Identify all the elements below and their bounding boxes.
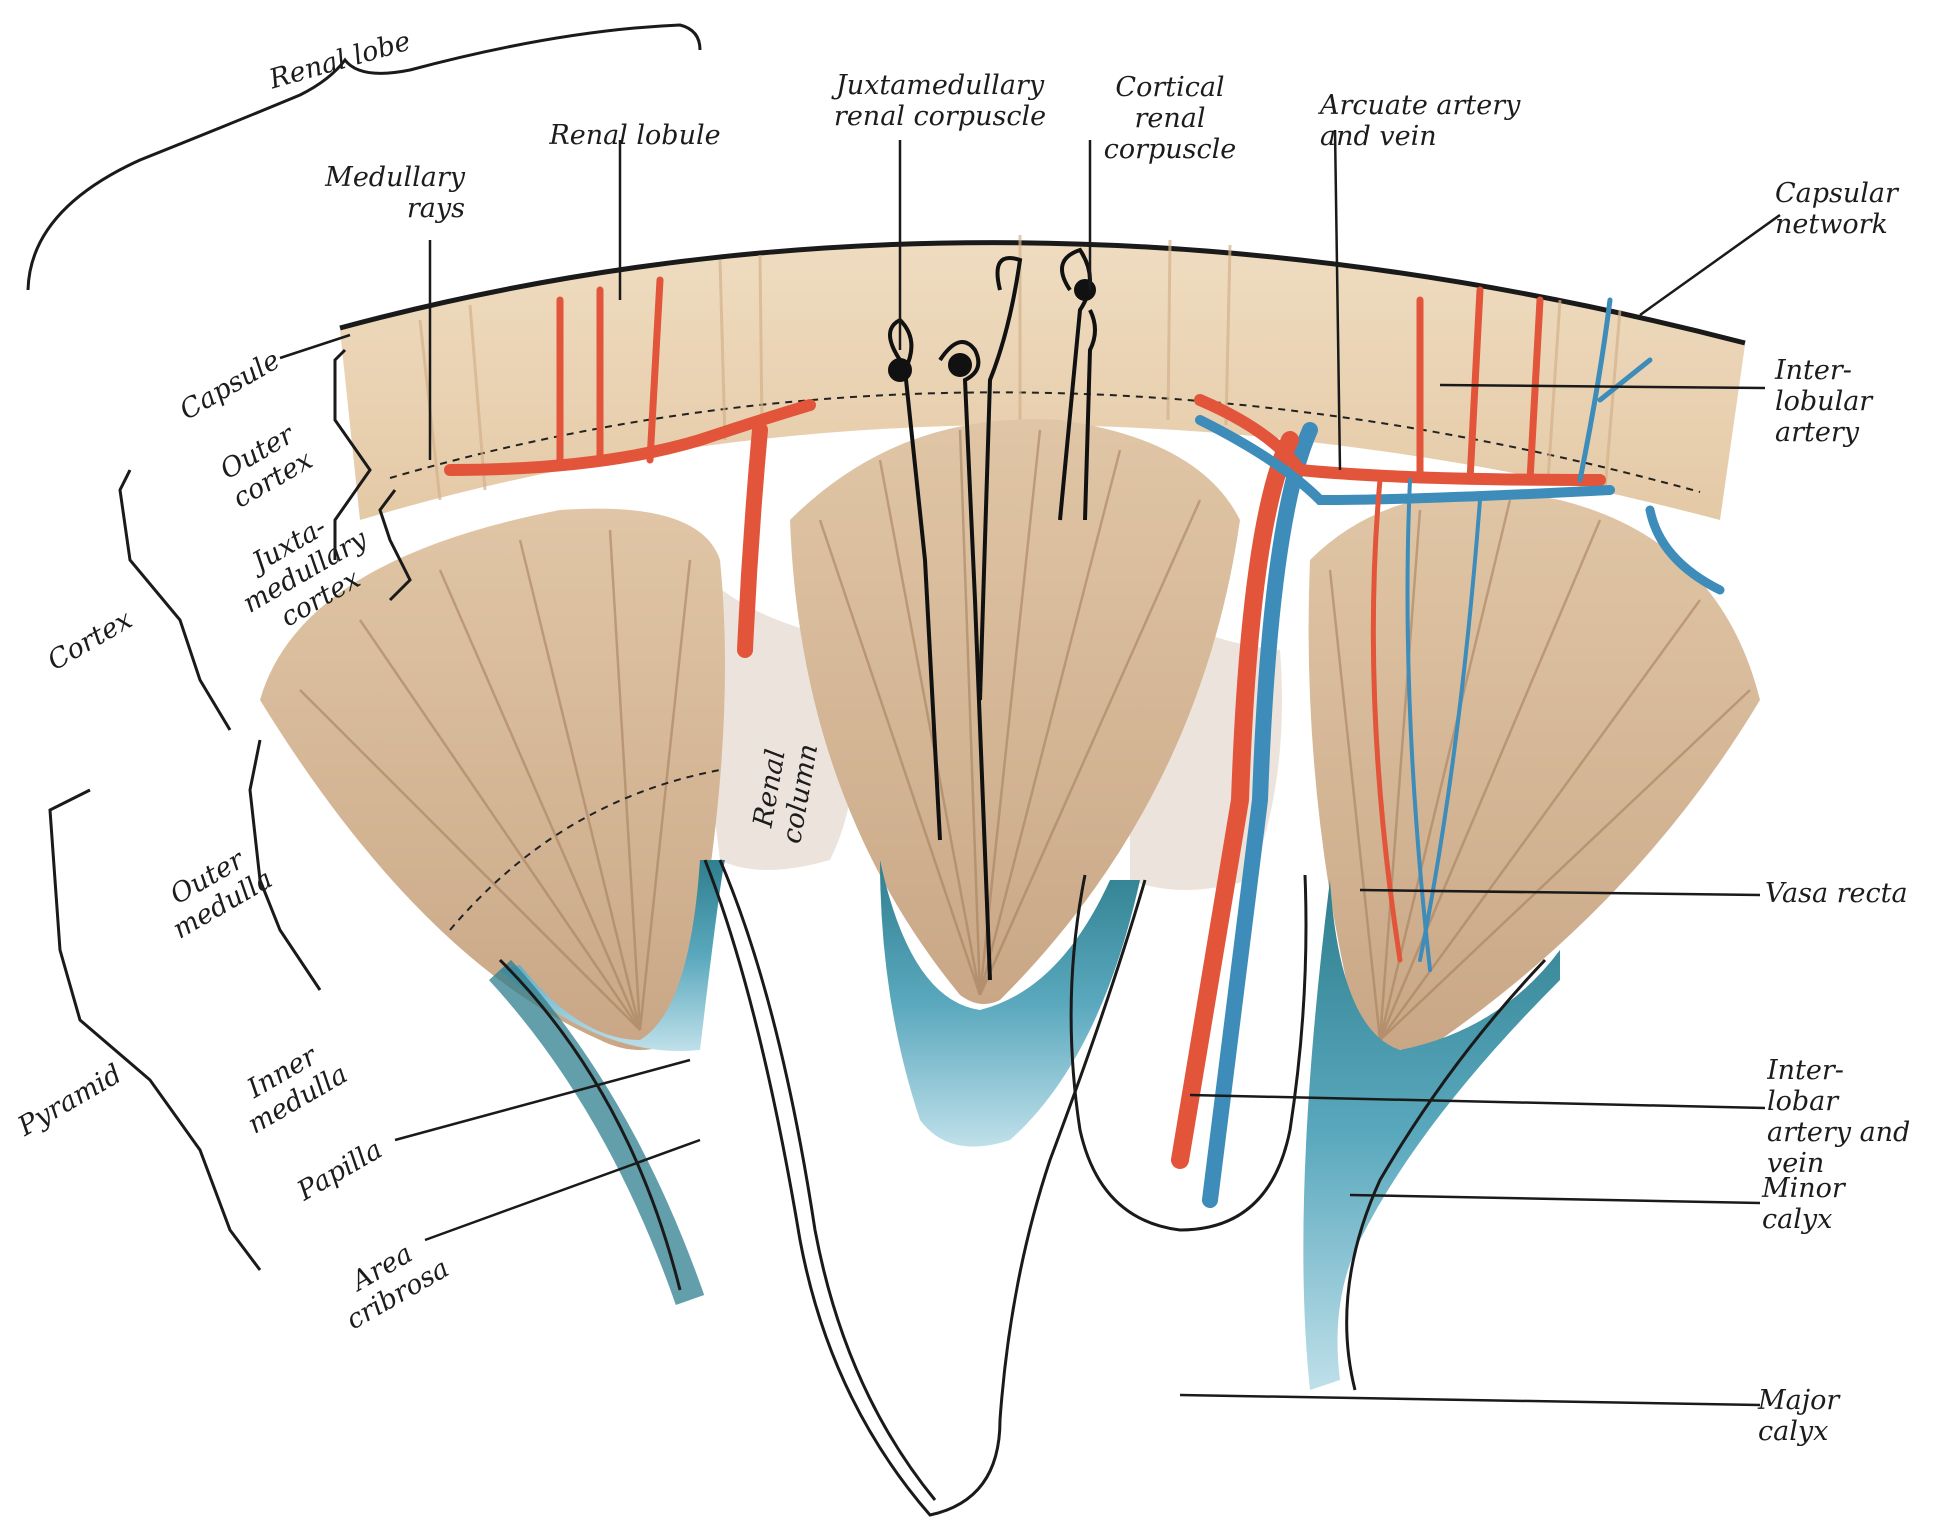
- label-medullary-rays: Medullary rays: [300, 162, 465, 224]
- pyramids: [260, 419, 1760, 1050]
- label-minor-calyx: Minor calyx: [1762, 1173, 1902, 1235]
- label-cortical-corpuscle: Cortical renal corpuscle: [1070, 72, 1270, 165]
- label-arcuate: Arcuate artery and vein: [1320, 90, 1530, 152]
- label-vasa-recta: Vasa recta: [1765, 878, 1935, 909]
- label-major-calyx: Major calyx: [1758, 1385, 1898, 1447]
- label-juxtamedullary-corpuscle: Juxtamedullary renal corpuscle: [830, 70, 1050, 132]
- label-interlobular-artery: Inter- lobular artery: [1775, 355, 1915, 448]
- cortex-brace: [120, 470, 230, 730]
- label-capsular-network: Capsular network: [1775, 178, 1915, 240]
- label-renal-lobule: Renal lobule: [545, 120, 725, 151]
- label-interlobar: Inter- lobar artery and vein: [1767, 1055, 1942, 1179]
